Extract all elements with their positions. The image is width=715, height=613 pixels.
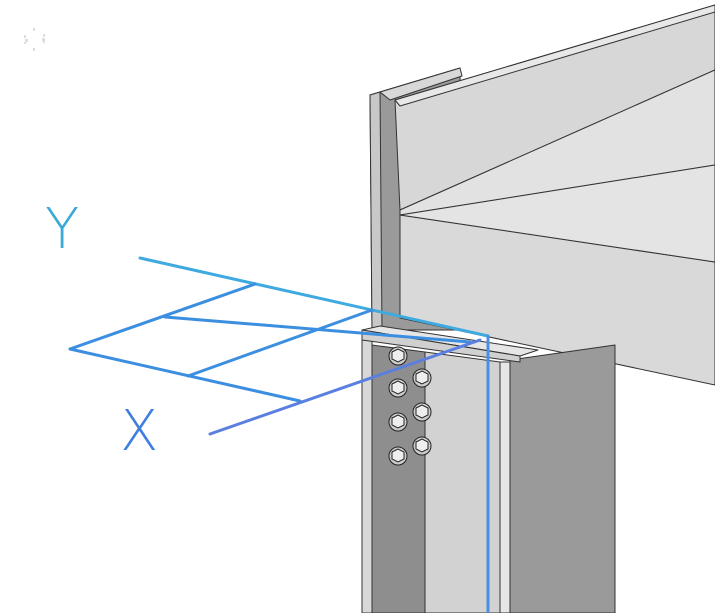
bolt [388,412,408,432]
column-web [371,344,426,613]
bolt [412,368,432,388]
column-side [509,344,616,613]
axis-label-y: Y [45,197,79,262]
grid[interactable] [68,256,490,613]
bolt [388,378,408,398]
bolt [412,436,432,456]
grid-line [186,308,374,378]
grid-line [208,338,482,436]
grid-line-y-axis [138,256,490,338]
grid-line [68,282,257,351]
bolt [412,402,432,422]
column-flange-face [424,351,501,613]
bolt-group[interactable] [388,346,432,466]
beam-web-inner [399,69,715,216]
grid-line [68,347,302,403]
axis-label-x: X [120,399,158,464]
bolt [388,346,408,366]
steel-model[interactable] [361,4,715,613]
bolt [388,446,408,466]
spinner-icon [24,28,45,51]
